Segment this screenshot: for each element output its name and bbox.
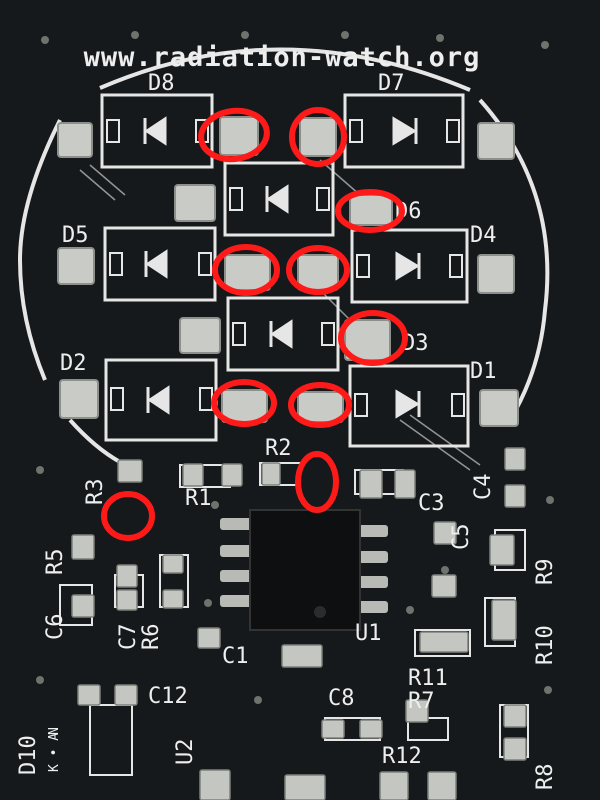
label-c12: C12 — [148, 684, 188, 709]
label-c4: C4 — [471, 474, 496, 501]
highlight-circle — [101, 491, 155, 541]
diode-packages — [100, 93, 470, 448]
diode-symbol-icon — [395, 389, 421, 419]
diode-pad-marks — [106, 119, 465, 417]
sensor-outline — [17, 47, 550, 464]
label-d7: D7 — [378, 71, 405, 96]
smd-pads — [71, 447, 527, 800]
diode-symbol-icon — [395, 251, 421, 281]
label-r3: R3 — [83, 479, 108, 506]
solder-pad — [59, 379, 99, 419]
component-labels: R2 R1 C3 C1 U1 C8 R11 R7 R12 C12 R3 R5 C… — [16, 436, 558, 790]
label-d10-pin-nums: N — [47, 727, 62, 735]
highlight-circle — [198, 107, 270, 163]
label-u1: U1 — [355, 621, 382, 646]
diode-d6-outline — [223, 161, 335, 237]
solder-pad — [477, 254, 515, 294]
solder-pad — [174, 184, 216, 222]
diode-symbol-icon — [146, 385, 170, 415]
label-c1: C1 — [222, 644, 249, 669]
vias — [36, 31, 554, 704]
highlight-circle — [335, 189, 405, 233]
label-r10: R10 — [533, 625, 558, 665]
label-d10: D10 — [16, 735, 41, 775]
diode-symbol-icon — [144, 249, 168, 279]
diode-d8-outline — [100, 93, 214, 169]
label-r12: R12 — [382, 744, 422, 769]
solder-pads — [57, 116, 519, 427]
label-c5: C5 — [449, 524, 474, 551]
label-d8: D8 — [148, 71, 175, 96]
label-c8: C8 — [328, 686, 355, 711]
label-r1: R1 — [185, 486, 212, 511]
solder-pad — [57, 122, 93, 158]
highlight-circles — [101, 107, 408, 541]
label-r2: R2 — [265, 436, 292, 461]
solder-pad — [477, 122, 515, 160]
diode-d4-outline — [350, 228, 469, 304]
label-r7: R7 — [408, 689, 435, 714]
solder-pad — [221, 389, 268, 423]
label-d4: D4 — [470, 223, 497, 248]
highlight-circle — [212, 244, 280, 296]
label-c3: C3 — [418, 491, 445, 516]
label-u2: U2 — [173, 739, 198, 766]
chip-u1 — [220, 509, 388, 631]
highlight-circle — [289, 107, 347, 167]
highlight-circle — [288, 382, 352, 428]
solder-pad — [224, 254, 271, 291]
solder-pad — [57, 247, 95, 285]
label-d5: D5 — [62, 223, 89, 248]
diode-symbol-icon — [392, 116, 418, 146]
diode-symbol-icon — [269, 319, 293, 349]
solder-pad — [297, 391, 344, 423]
diode-d3-outline — [226, 296, 340, 372]
url-text: www.radiation-watch.org — [84, 42, 481, 73]
solder-pad — [219, 116, 259, 156]
label-r6: R6 — [139, 624, 164, 651]
label-c6: C6 — [43, 614, 68, 641]
solder-pad — [479, 389, 519, 427]
highlight-circle — [211, 379, 277, 427]
highlight-circle — [286, 245, 350, 295]
label-r5: R5 — [43, 549, 68, 576]
label-c7: C7 — [116, 624, 141, 651]
label-r11: R11 — [408, 666, 448, 691]
diode-symbol-icon — [265, 184, 289, 214]
diode-symbol-icon — [143, 116, 167, 146]
solder-pad — [349, 194, 393, 226]
diode-symbols — [143, 116, 421, 419]
label-d2: D2 — [60, 351, 87, 376]
solder-pad — [297, 254, 339, 291]
label-d1: D1 — [470, 359, 497, 384]
label-r8: R8 — [533, 764, 558, 791]
label-d10-pins: K • A — [47, 733, 62, 772]
solder-pad — [179, 317, 221, 354]
diode-labels: D8 D7 D6 D5 D4 D3 D2 D1 — [60, 71, 497, 384]
highlight-circle — [295, 451, 339, 513]
solder-pad — [299, 117, 337, 157]
highlight-circle — [338, 310, 408, 366]
label-r9: R9 — [533, 559, 558, 586]
